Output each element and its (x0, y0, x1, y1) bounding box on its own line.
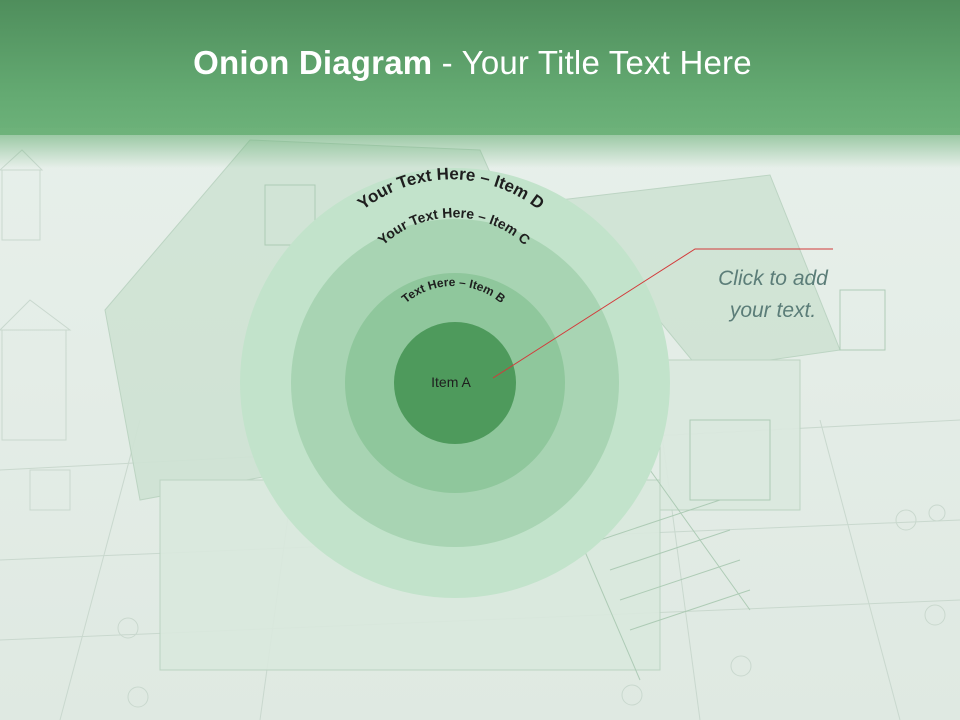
title-bar (0, 0, 960, 135)
title-bar-fade (0, 128, 960, 168)
callout-line-2: your text. (729, 299, 817, 322)
callout-pointer-line (492, 248, 833, 379)
title-bold: Onion Diagram (193, 44, 433, 81)
layer-a-label: Item A (431, 374, 471, 390)
callout-text-box[interactable]: Click to add your text. (688, 263, 858, 327)
onion-layer-a[interactable] (394, 322, 516, 444)
title-rest: - Your Title Text Here (432, 44, 752, 81)
slide-title[interactable]: Onion Diagram - Your Title Text Here (0, 44, 945, 82)
callout-line-1: Click to add (718, 267, 828, 290)
